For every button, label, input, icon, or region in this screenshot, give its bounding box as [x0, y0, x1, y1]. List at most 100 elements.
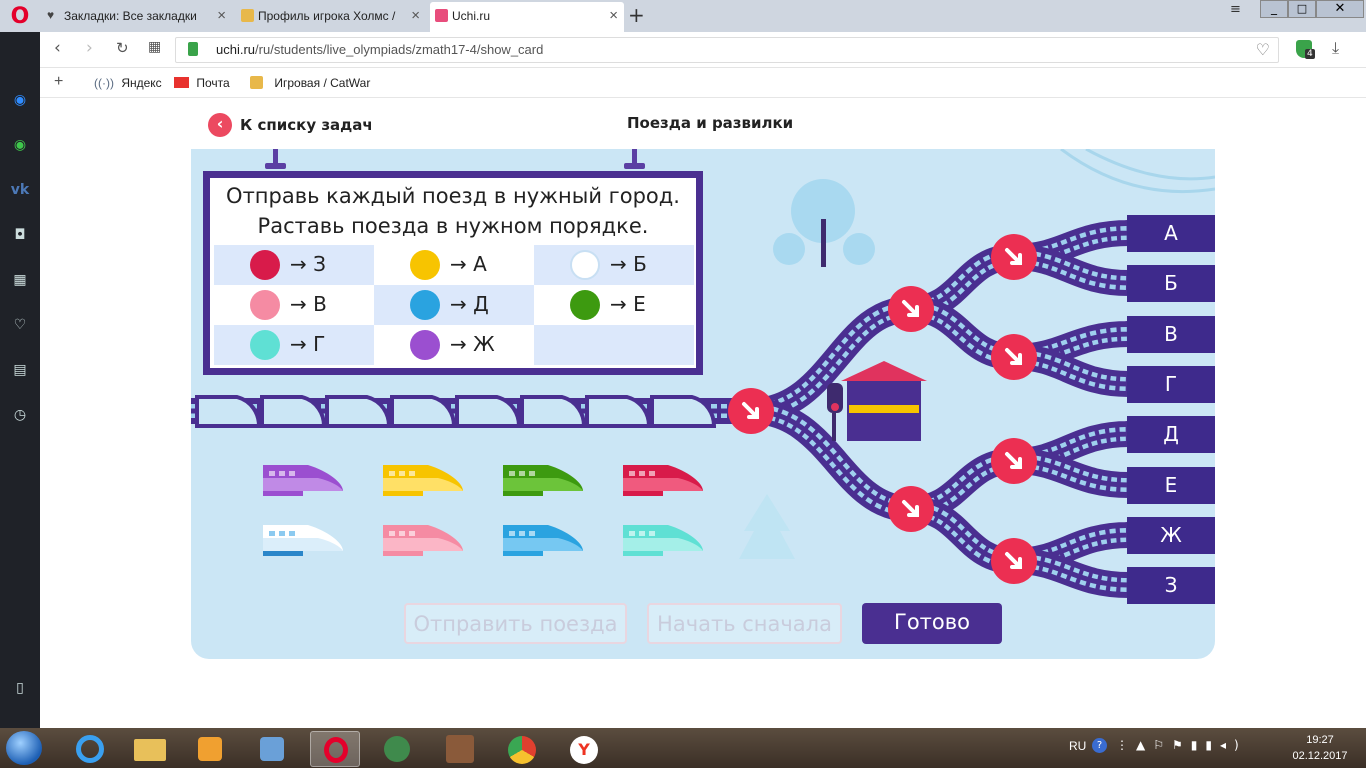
new-tab-button[interactable]: + [628, 3, 645, 27]
camera-icon[interactable]: ◘ [14, 227, 26, 243]
rule-cell: → Б [534, 245, 694, 285]
messenger-icon[interactable]: ◉ [13, 92, 27, 108]
help-icon[interactable]: ? [1092, 738, 1107, 753]
restart-button[interactable]: Начать сначала [647, 603, 842, 644]
done-button[interactable]: Готово [862, 603, 1002, 644]
train-queue [195, 395, 717, 428]
yandex-browser-icon[interactable]: Y [558, 731, 608, 767]
sidebar-toggle-icon[interactable]: ▯ [16, 680, 24, 696]
tab-catwar[interactable]: Профиль игрока Холмс / × [236, 2, 426, 32]
rule-cell: → Ж [374, 325, 534, 365]
arrow-icon [1005, 248, 1022, 265]
empty-train-slot [195, 395, 262, 428]
media-player-icon[interactable] [184, 731, 234, 767]
speed-dial-icon[interactable]: ▦ [13, 272, 27, 288]
empty-train-slot [585, 395, 652, 428]
url-field[interactable]: uchi.ru/ru/students/live_olympiads/zmath… [175, 37, 1279, 63]
signal-pole [832, 413, 836, 441]
tree-crown [791, 179, 855, 243]
train-window [389, 471, 395, 476]
instruction-line-1: Отправь каждый поезд в нужный город. [226, 184, 680, 208]
maximize-icon[interactable]: □ [1288, 0, 1316, 18]
adblock-shield-icon[interactable]: 4 [1296, 40, 1315, 59]
train-stripe [503, 538, 583, 551]
train-stripe [503, 478, 583, 491]
badge-count: 4 [1305, 49, 1315, 59]
downloader-icon[interactable] [372, 731, 422, 767]
heart-icon[interactable]: ♡ [13, 317, 27, 333]
window-controls: ≡ _ □ ✕ [1228, 0, 1366, 20]
tab-uchi[interactable]: Uchi.ru × [430, 2, 624, 32]
cat-game-icon[interactable] [434, 731, 484, 767]
train-color-dot [250, 250, 280, 280]
ie-icon[interactable] [64, 731, 114, 767]
opera-sidebar: ◉ ◉ vk ◘ ▦ ♡ ▤ ◷ ▯ [0, 32, 40, 728]
back-icon[interactable]: ‹ [54, 38, 61, 58]
bush [773, 233, 805, 265]
heart-icon: ♥ [47, 8, 55, 22]
tab-close-icon[interactable]: × [609, 7, 618, 24]
tab-bar: O ♥ Закладки: Все закладки × Профиль игр… [0, 0, 1366, 32]
clock-date: 02.12.2017 [1292, 750, 1348, 762]
chrome-icon[interactable] [496, 731, 546, 767]
add-bookmark-icon[interactable]: + [54, 73, 64, 90]
arrow-icon [742, 402, 759, 419]
download-icon[interactable]: ⤓ [1332, 38, 1340, 57]
opera-taskbar-icon[interactable] [310, 731, 360, 767]
page-content: ‹ К списку задач Поезда и развилки [40, 98, 1366, 728]
bookmark-catwar[interactable]: Игровая / CatWar [250, 76, 370, 90]
train-window [519, 531, 525, 536]
destination-label: Д [1127, 416, 1215, 454]
opera-menu-icon[interactable]: O [0, 0, 40, 32]
history-icon[interactable]: ◷ [13, 407, 27, 423]
tray-icons[interactable]: ⋮▲⚐⚑▮▮◂) [1116, 738, 1247, 752]
language-indicator[interactable]: RU [1069, 739, 1087, 753]
rule-text: → Ж [450, 332, 495, 356]
tabs-grid-icon[interactable]: ▦ [148, 39, 162, 55]
tab-menu-icon[interactable]: ≡ [1230, 2, 1241, 17]
bookmark-yandex[interactable]: ((·)) Яндекс [94, 76, 162, 90]
train-window [519, 471, 525, 476]
tab-title: Uchi.ru [452, 9, 491, 23]
tab-bookmarks[interactable]: ♥ Закладки: Все закладки × [42, 2, 232, 32]
mail-icon [174, 77, 189, 88]
speaker-app-icon[interactable] [246, 731, 296, 767]
forward-icon[interactable]: › [86, 38, 93, 58]
rules-grid: → З→ А→ Б→ В→ Д→ Е→ Г→ Ж [214, 245, 694, 365]
tree-trunk [821, 219, 826, 267]
whatsapp-icon[interactable]: ◉ [13, 137, 27, 153]
rule-text: → Б [610, 252, 647, 276]
tab-title: Профиль игрока Холмс / [258, 9, 396, 23]
rule-text: → В [290, 292, 327, 316]
empty-train-slot [390, 395, 457, 428]
train-color-dot [250, 330, 280, 360]
rail-center [750, 408, 912, 512]
bookmark-mail[interactable]: Почта [174, 76, 230, 90]
station-roof [841, 361, 927, 381]
train-window [399, 531, 405, 536]
reload-icon[interactable]: ↻ [116, 39, 129, 57]
vk-icon[interactable]: vk [10, 182, 30, 198]
game-board: Отправь каждый поезд в нужный город. Рас… [191, 149, 1215, 659]
signal-light [831, 403, 839, 411]
minimize-icon[interactable]: _ [1260, 0, 1288, 18]
news-icon[interactable]: ▤ [13, 362, 27, 378]
train-base [263, 491, 303, 496]
train-stripe [623, 538, 703, 551]
system-clock[interactable]: 19:27 02.12.2017 [1290, 732, 1350, 764]
tab-close-icon[interactable]: × [217, 7, 226, 24]
train-base [503, 551, 543, 556]
start-button-icon[interactable] [6, 731, 42, 765]
train-stripe [383, 478, 463, 491]
back-to-tasks-button[interactable]: ‹ К списку задач [208, 112, 373, 138]
arrow-icon [902, 300, 919, 317]
train-window [409, 471, 415, 476]
bookmark-heart-icon[interactable]: ♡ [1255, 40, 1270, 59]
empty-train-slot [650, 395, 717, 428]
close-window-icon[interactable]: ✕ [1316, 0, 1364, 18]
tab-close-icon[interactable]: × [411, 7, 420, 24]
explorer-icon[interactable] [124, 731, 174, 767]
lock-icon [188, 42, 198, 56]
rule-cell: → А [374, 245, 534, 285]
send-trains-button[interactable]: Отправить поезда [404, 603, 627, 644]
